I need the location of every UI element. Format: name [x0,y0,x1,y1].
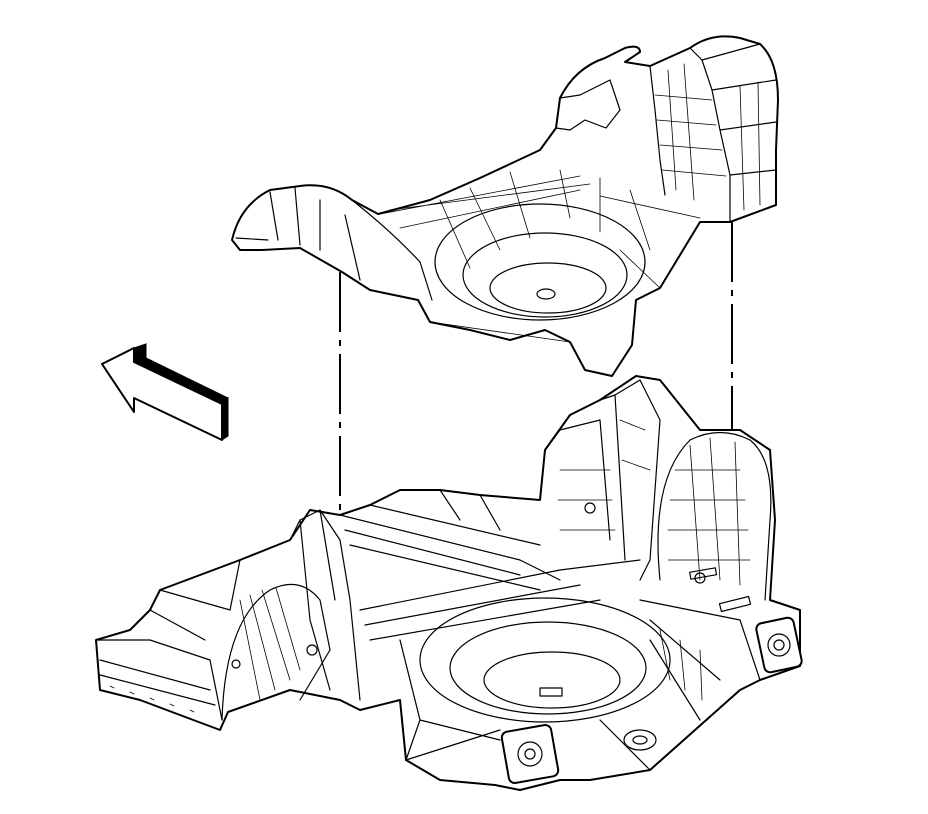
lower-cross-rail-front [339,489,561,591]
lower-spare-well-slot [539,687,563,697]
upper-right-tower-grid [654,63,761,211]
lower-fasteners [231,502,752,669]
upper-spare-well-hole [536,288,556,300]
lower-left-bracket-holes [109,685,195,713]
upper-left-ridge [351,199,433,301]
lower-cross-rail-rear [359,559,641,641]
lower-rear-mount-small [623,729,657,751]
lower-spare-well-outer [419,597,671,723]
upper-spare-well-mid [462,232,628,318]
lower-right-tower [544,379,661,581]
lower-right-wheelhouse [657,431,772,601]
rear-body-mount-right [755,616,803,674]
lower-left-tower [289,509,361,701]
upper-panel-ribs [379,169,701,343]
lower-floor-edge [399,639,501,761]
lower-left-wheelhouse [221,583,331,721]
lower-spare-well-inner [483,651,621,709]
lower-right-wheelhouse-ribs [667,437,751,586]
upper-spare-well-inner [489,262,607,314]
lower-body [95,375,803,791]
lower-rear-bracket [599,599,761,771]
upper-panel [231,35,779,377]
front-of-vehicle-arrow-icon [101,343,229,441]
upper-right-tower [649,43,777,223]
upper-spare-well-outer [434,203,646,321]
lower-right-tower-ribs [557,419,651,531]
lower-left-wheelhouse-ribs [239,587,301,701]
upper-left-bracket [235,187,361,281]
upper-mid-bracket [555,79,621,131]
lower-spare-well-mid [449,621,647,715]
lower-left-bracket [95,559,241,721]
rear-body-mount-left [500,724,560,784]
lower-rear-bracket-ribs [659,629,703,701]
